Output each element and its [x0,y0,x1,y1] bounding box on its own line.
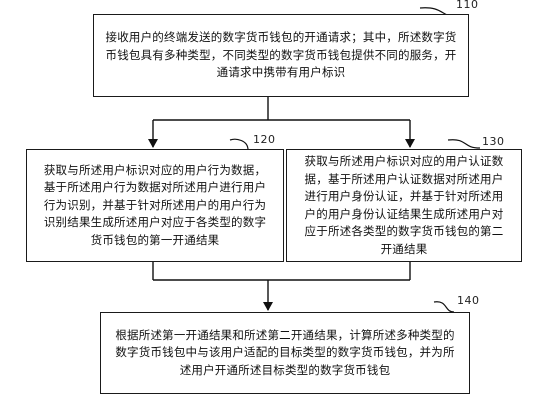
step-number-110: 110 [456,0,479,11]
leader-140 [433,301,455,313]
step-number-140: 140 [457,294,480,307]
leader-120 [229,138,249,151]
step-number-120: 120 [253,133,276,146]
step-text-110: 接收用户的终端发送的数字货币钱包的开通请求；其中，所述数字货币钱包具有多种类型，… [105,30,457,80]
step-box-120: 获取与所述用户标识对应的用户行为数据，基于所述用户行为数据对所述用户进行用户行为… [26,149,284,262]
step-box-130: 获取与所述用户标识对应的用户认证数据，基于所述用户认证数据对所述用户进行用户身份… [286,149,522,262]
step-number-130: 130 [482,135,505,148]
step-box-140: 根据所述第一开通结果和所述第二开通结果，计算所述多种类型的数字货币钱包中与该用户… [100,312,470,394]
step-box-110: 接收用户的终端发送的数字货币钱包的开通请求；其中，所述数字货币钱包具有多种类型，… [93,14,469,97]
step-text-140: 根据所述第一开通结果和所述第二开通结果，计算所述多种类型的数字货币钱包中与该用户… [115,327,455,377]
step-text-130: 获取与所述用户标识对应的用户认证数据，基于所述用户认证数据对所述用户进行用户身份… [304,154,504,256]
leader-130 [447,139,481,149]
step-text-120: 获取与所述用户标识对应的用户行为数据，基于所述用户行为数据对所述用户进行用户行为… [43,162,267,247]
